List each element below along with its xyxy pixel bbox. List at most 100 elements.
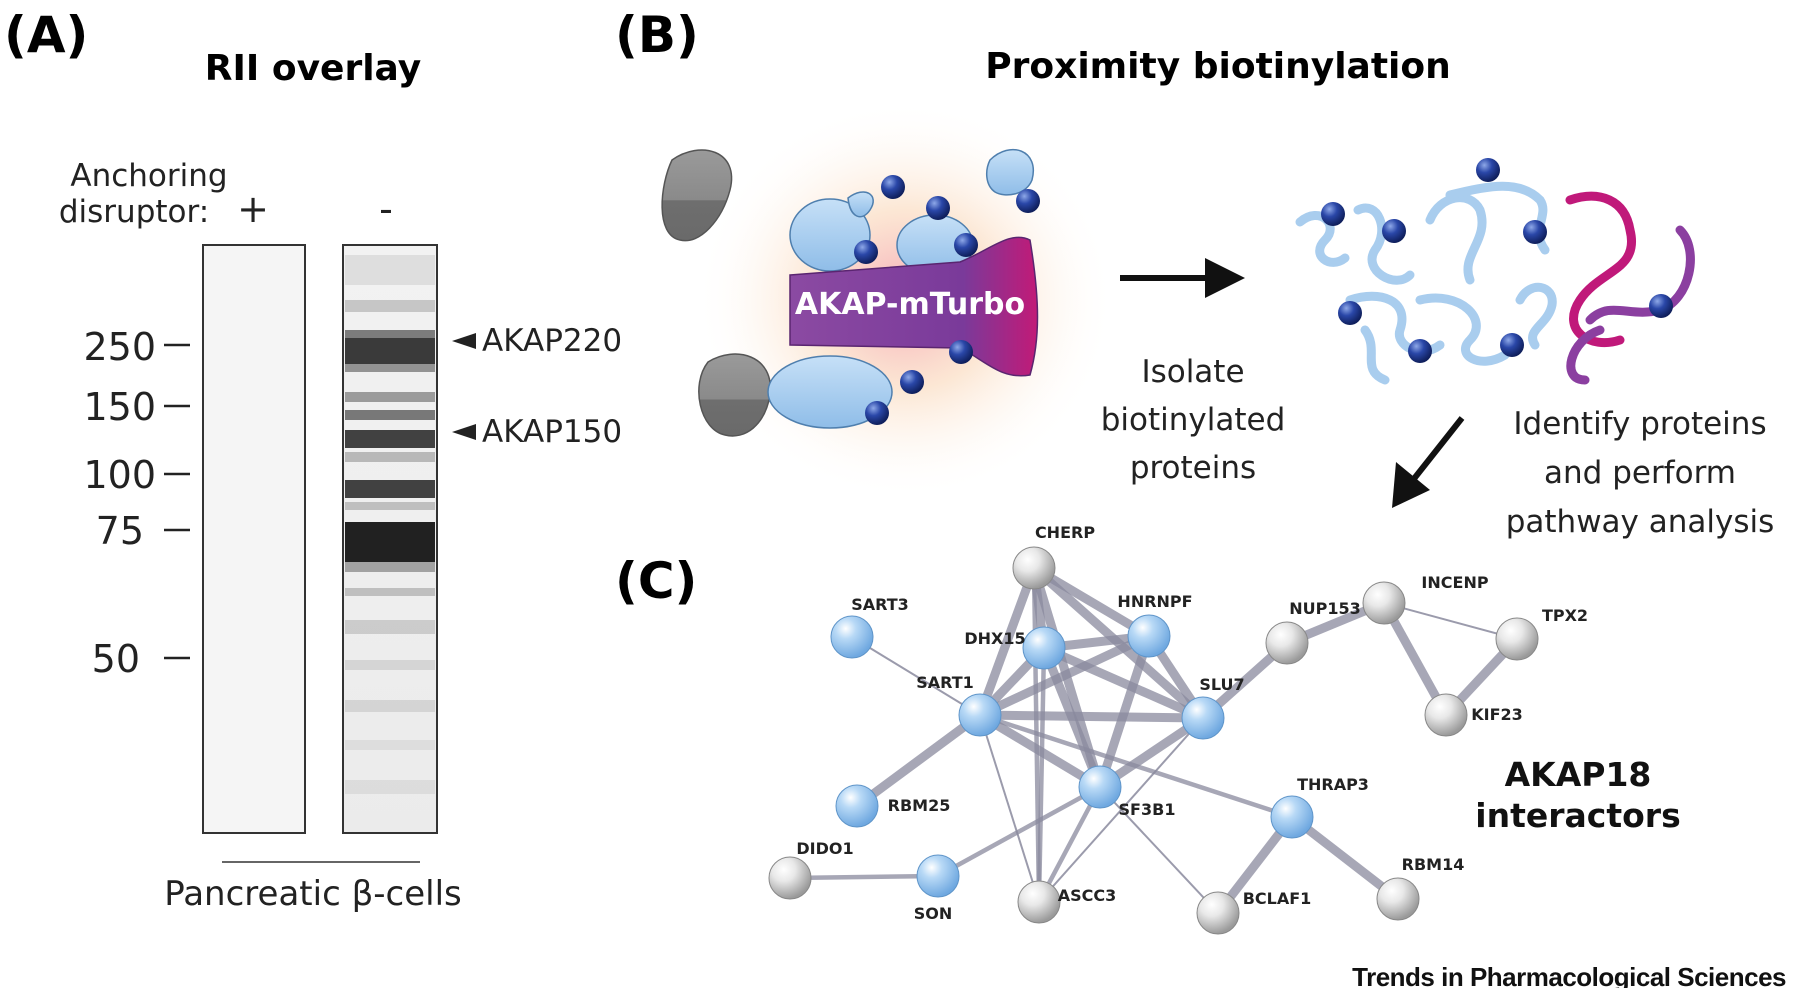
node-incenp <box>1362 581 1406 625</box>
node-sf3b1 <box>1078 765 1122 809</box>
panel-a-letter: (A) <box>4 6 88 64</box>
step1-line2: biotinylated <box>1101 402 1286 438</box>
node-tpx2 <box>1495 617 1539 661</box>
network-edge <box>1042 643 1205 723</box>
biotin-icon <box>1649 294 1673 318</box>
marker-250: 250 <box>83 325 156 369</box>
node-sart3 <box>830 615 874 659</box>
panel-a-title: RII overlay <box>205 48 421 89</box>
step2-line3: pathway analysis <box>1506 504 1775 540</box>
marker-100: 100 <box>83 453 156 497</box>
marker-50: 50 <box>92 637 140 681</box>
network-edge <box>1095 634 1154 789</box>
node-sart1 <box>958 693 1002 737</box>
arrow-right-icon <box>1120 258 1245 298</box>
blue-protein-2 <box>847 191 874 218</box>
network-title-line1: AKAP18 <box>1505 755 1652 794</box>
node-dhx15 <box>1022 626 1066 670</box>
grey-protein-1 <box>661 149 733 242</box>
node-nup153 <box>1265 621 1309 665</box>
panel-b: (B) Proximity biotinylation AKAP-mTurbo <box>615 6 1774 540</box>
marker-75: 75 <box>96 509 144 553</box>
arrow-down-left-icon <box>1392 416 1465 508</box>
band-label-akap150: AKAP150 <box>482 414 622 450</box>
network-edge <box>979 714 1040 903</box>
akap-mturbo-bait <box>789 236 1039 377</box>
node-label-dido1: DIDO1 <box>796 839 853 858</box>
panel-c-letter: (C) <box>615 552 697 610</box>
biotin-icon <box>1476 158 1500 182</box>
network-edge <box>1099 786 1219 914</box>
condition-label-line1: Anchoring <box>70 158 227 194</box>
node-label-thrap3: THRAP3 <box>1297 775 1369 794</box>
node-label-sart3: SART3 <box>851 595 909 614</box>
node-dido1 <box>768 856 812 900</box>
network-edge <box>851 636 981 716</box>
biotin-labels <box>854 175 1040 425</box>
panel-b-title: Proximity biotinylation <box>985 46 1451 87</box>
biotin-icon <box>1321 202 1345 226</box>
marker-150: 150 <box>83 385 156 429</box>
node-slu7 <box>1181 696 1225 740</box>
blue-protein-4 <box>985 149 1035 196</box>
biotin-icon <box>1500 333 1524 357</box>
network-edge <box>975 566 1039 717</box>
network-edge <box>978 631 1151 720</box>
network-edge <box>789 873 939 881</box>
network-edge <box>1037 785 1102 904</box>
blue-protein-5 <box>767 355 893 429</box>
node-label-nup153: NUP153 <box>1289 599 1361 618</box>
node-label-cherp: CHERP <box>1035 523 1095 542</box>
node-label-son: SON <box>914 904 953 923</box>
node-ascc3 <box>1017 880 1061 924</box>
step2-line1: Identify proteins <box>1513 406 1766 442</box>
blue-protein-1 <box>789 198 871 272</box>
biotin-icon <box>881 175 905 199</box>
node-label-incenp: INCENP <box>1421 573 1488 592</box>
biotin-icon <box>949 340 973 364</box>
band-arrow-1 <box>452 333 476 349</box>
network-edge <box>979 710 1204 723</box>
step2-line2: and perform <box>1544 455 1736 491</box>
biotin-icon <box>954 233 978 257</box>
band-arrow-2 <box>452 424 476 440</box>
isolated-proteins <box>1295 181 1695 385</box>
biotin-icon <box>1338 301 1362 325</box>
node-label-sf3b1: SF3B1 <box>1119 800 1176 819</box>
node-label-sart1: SART1 <box>916 673 974 692</box>
node-label-ascc3: ASCC3 <box>1058 886 1117 905</box>
node-label-tpx2: TPX2 <box>1542 606 1588 625</box>
node-rbm14 <box>1376 877 1420 921</box>
biotin-icon <box>900 370 924 394</box>
biotin-icon <box>1523 220 1547 244</box>
node-label-dhx15: DHX15 <box>964 629 1025 648</box>
node-cherp <box>1012 546 1056 590</box>
biotin-icon <box>1382 219 1406 243</box>
isolated-biotin-labels <box>1321 158 1673 363</box>
biotin-icon <box>854 240 878 264</box>
panel-a: (A) RII overlay Anchoring disruptor: + - <box>4 6 622 914</box>
journal-credit: Trends in Pharmacological Sciences <box>1352 962 1786 988</box>
lane-minus-label: - <box>379 187 393 231</box>
band-label-akap220: AKAP220 <box>482 323 622 359</box>
biotin-icon <box>865 401 889 425</box>
biotin-icon <box>926 196 950 220</box>
node-label-slu7: SLU7 <box>1199 675 1244 694</box>
node-son <box>916 854 960 898</box>
step1-line1: Isolate <box>1141 354 1244 390</box>
panel-b-letter: (B) <box>615 6 699 64</box>
lane-plus-label: + <box>237 187 269 231</box>
mw-markers: 250 150 100 75 50 <box>83 325 190 681</box>
network-edge <box>1383 602 1518 640</box>
node-bclaf1 <box>1196 891 1240 935</box>
node-kif23 <box>1424 693 1468 737</box>
network-edge <box>1289 813 1401 903</box>
sample-label: Pancreatic β-cells <box>164 874 462 914</box>
node-label-rbm25: RBM25 <box>888 796 951 815</box>
biotin-icon <box>1016 189 1040 213</box>
node-hnrnpf <box>1127 614 1171 658</box>
network-title-line2: interactors <box>1475 796 1680 835</box>
grey-protein-2 <box>698 353 772 437</box>
